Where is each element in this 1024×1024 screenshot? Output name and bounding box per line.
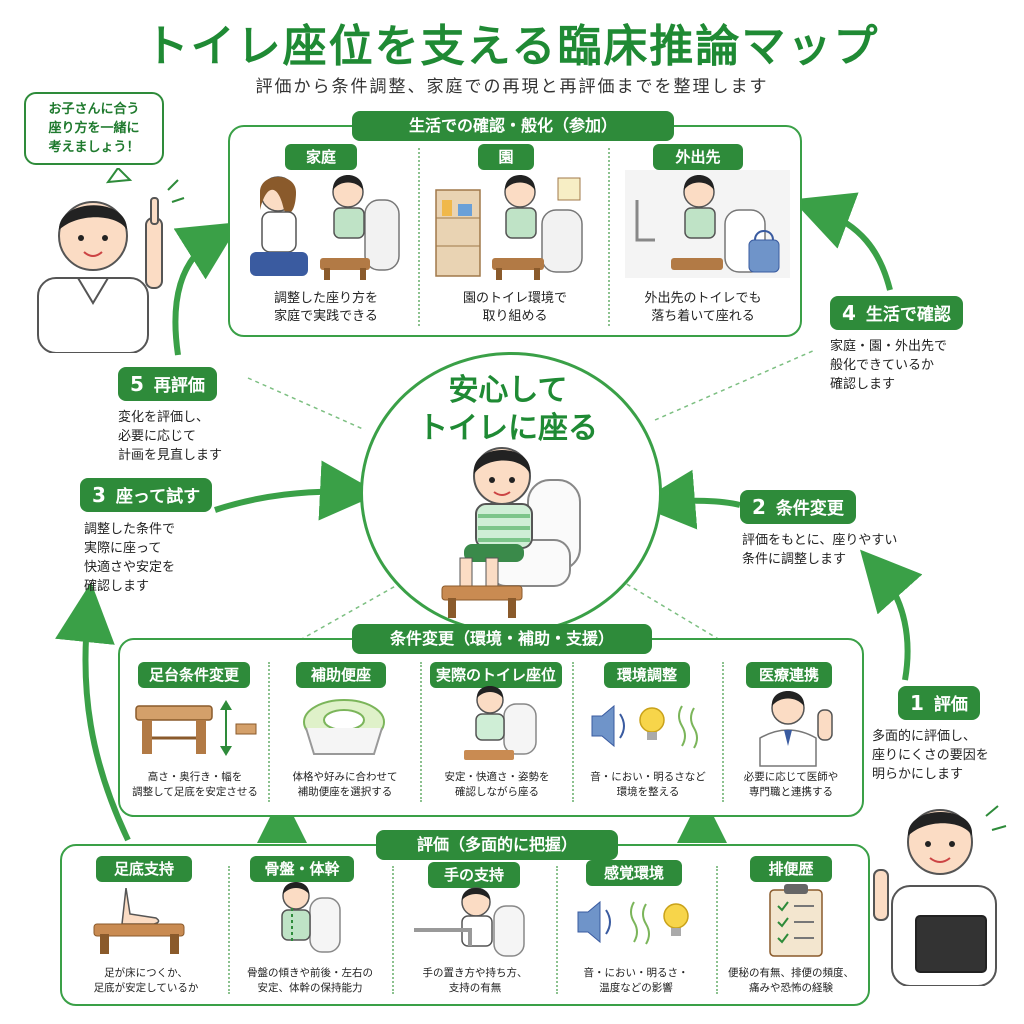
speech-bubble: お子さんに合う 座り方を一緒に 考えましょう！ (24, 92, 164, 165)
doctor-icon (759, 691, 833, 767)
label-actual-toilet: 実際のトイレ座位 (430, 662, 562, 688)
therapist-clipboard-illustration (873, 805, 1007, 986)
divider (556, 866, 558, 994)
page-title: トイレ座位を支える臨床推論マップ (144, 21, 880, 72)
caption-home: 調整した座り方を 家庭で実践できる (273, 291, 378, 324)
step-1-number: 1 (910, 691, 924, 715)
label-pelvis-trunk: 骨盤・体幹 (250, 856, 354, 882)
label-potty-seat: 補助便座 (296, 662, 386, 688)
caption-environment: 音・におい・明るさなど 環境を整える (590, 771, 706, 798)
step-3-desc: 調整した条件で 実際に座って 快適さや安定を 確認します (84, 522, 176, 594)
divider (418, 148, 420, 326)
label-foot-support: 足底支持 (96, 856, 192, 882)
label-bowel-history: 排便歴 (750, 856, 832, 882)
caption-actual-toilet: 安定・快適さ・姿勢を 確認しながら座る (444, 771, 550, 798)
participation-header: 生活での確認・般化（参加） (352, 111, 674, 141)
caption-kindergarten: 園のトイレ環境で 取り組める (462, 291, 567, 324)
therapist-illustration (37, 168, 185, 353)
caption-outing: 外出先のトイレでも 落ち着いて座れる (644, 291, 762, 324)
step-5-badge: 5 再評価 (118, 367, 217, 401)
home-illustration (250, 175, 400, 280)
step-1-badge: 1 評価 (898, 686, 980, 720)
step-1-label: 評価 (933, 695, 968, 715)
step-3-label: 座って試す (115, 487, 201, 507)
divider (392, 866, 394, 994)
assessment-header: 評価（多面的に把握） (376, 830, 618, 860)
step-4-desc: 家庭・園・外出先で 般化できているか 確認します (830, 339, 948, 392)
divider (228, 866, 230, 994)
step-2-desc: 評価をもとに、座りやすい 条件に調整します (742, 533, 898, 567)
sensory-icons (577, 900, 689, 945)
footstool-icon (135, 700, 257, 756)
divider (268, 662, 270, 802)
step-2-badge: 2 条件変更 (740, 490, 856, 524)
divider (420, 662, 422, 802)
caption-pelvis-trunk: 骨盤の傾きや前後・左右の 安定、体幹の保持能力 (247, 967, 373, 994)
step-5-label: 再評価 (153, 376, 205, 396)
actual-toilet-icon (464, 686, 537, 760)
page-subtitle: 評価から条件調整、家庭での再現と再評価までを整理します (255, 77, 769, 97)
caption-medical: 必要に応じて医師や 専門職と連携する (743, 771, 839, 798)
label-environment: 環境調整 (604, 662, 690, 688)
step-1-desc: 多面的に評価し、 座りにくさの要因を 明らかにします (872, 729, 989, 782)
caption-sensory: 音・におい・明るさ・ 温度などの影響 (583, 967, 689, 994)
label-hand-support: 手の支持 (428, 862, 520, 888)
potty-seat-icon (303, 699, 385, 755)
step-4-badge: 4 生活で確認 (830, 296, 963, 330)
label-home: 家庭 (285, 144, 357, 170)
environment-icons (591, 704, 698, 749)
pelvis-trunk-icon (281, 882, 341, 953)
foot-support-icon (93, 888, 185, 954)
child-on-toilet-illustration (441, 447, 581, 618)
label-outing: 外出先 (653, 144, 743, 170)
caption-potty-seat: 体格や好みに合わせて 補助便座を選択する (292, 771, 398, 798)
divider (572, 662, 574, 802)
label-footstool: 足台条件変更 (138, 662, 250, 688)
divider (716, 866, 718, 994)
step-2-number: 2 (752, 495, 766, 519)
caption-bowel-history: 便秘の有無、排便の頻度、 痛みや恐怖の経験 (728, 967, 854, 994)
step-5-desc: 変化を評価し、 必要に応じて 計画を見直します (118, 410, 223, 463)
kindergarten-illustration (435, 175, 583, 280)
step-2-label: 条件変更 (775, 499, 844, 519)
outing-illustration (625, 170, 790, 278)
divider (722, 662, 724, 802)
step-3-badge: 3 座って試す (80, 478, 213, 512)
step-4-number: 4 (842, 301, 856, 325)
label-sensory: 感覚環境 (586, 860, 682, 886)
step-4-label: 生活で確認 (865, 305, 951, 325)
divider (608, 148, 610, 326)
label-kindergarten: 園 (478, 144, 534, 170)
goal-text: 安心して トイレに座る (418, 373, 598, 446)
caption-footstool: 高さ・奥行き・幅を 調整して足底を安定させる (132, 771, 258, 798)
hand-support-icon (414, 887, 525, 957)
step-5-number: 5 (130, 372, 144, 396)
caption-hand-support: 手の置き方や持ち方、 支持の有無 (422, 967, 528, 994)
condition-header: 条件変更（環境・補助・支援） (352, 624, 652, 654)
step-3-number: 3 (92, 483, 106, 507)
caption-foot-support: 足が床につくか、 足底が安定しているか (93, 967, 199, 994)
clipboard-checklist-icon (769, 884, 823, 957)
label-medical: 医療連携 (746, 662, 832, 688)
